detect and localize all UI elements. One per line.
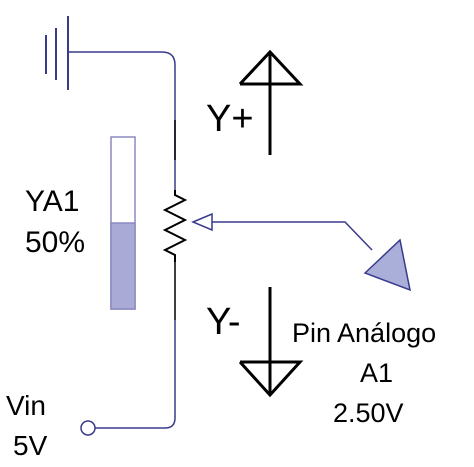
wire-pot-to-vin xyxy=(95,320,176,429)
source-name: Vin xyxy=(6,390,46,421)
level-bar-fill xyxy=(110,222,136,310)
potentiometer-icon xyxy=(162,190,188,262)
output-pin: A1 xyxy=(360,358,393,388)
ground-symbol-icon xyxy=(45,16,69,90)
direction-up-label: Y+ xyxy=(206,98,254,140)
source-value: 5V xyxy=(13,430,48,461)
output-title: Pin Análogo xyxy=(292,318,436,348)
wire-ground-to-pot xyxy=(69,51,176,190)
level-bar xyxy=(110,136,136,310)
output-voltage: 2.50V xyxy=(333,398,404,428)
wiper-arrowhead xyxy=(191,212,213,232)
terminal-circle-icon xyxy=(80,420,96,436)
wire-wiper-to-probe xyxy=(212,221,373,251)
probe-triangle-icon xyxy=(363,238,412,292)
direction-down-label: Y- xyxy=(206,301,241,343)
arrow-up-icon xyxy=(238,49,304,155)
arrow-down-icon xyxy=(238,287,304,398)
pot-label: YA1 xyxy=(25,185,79,218)
pot-percent: 50% xyxy=(25,226,85,259)
